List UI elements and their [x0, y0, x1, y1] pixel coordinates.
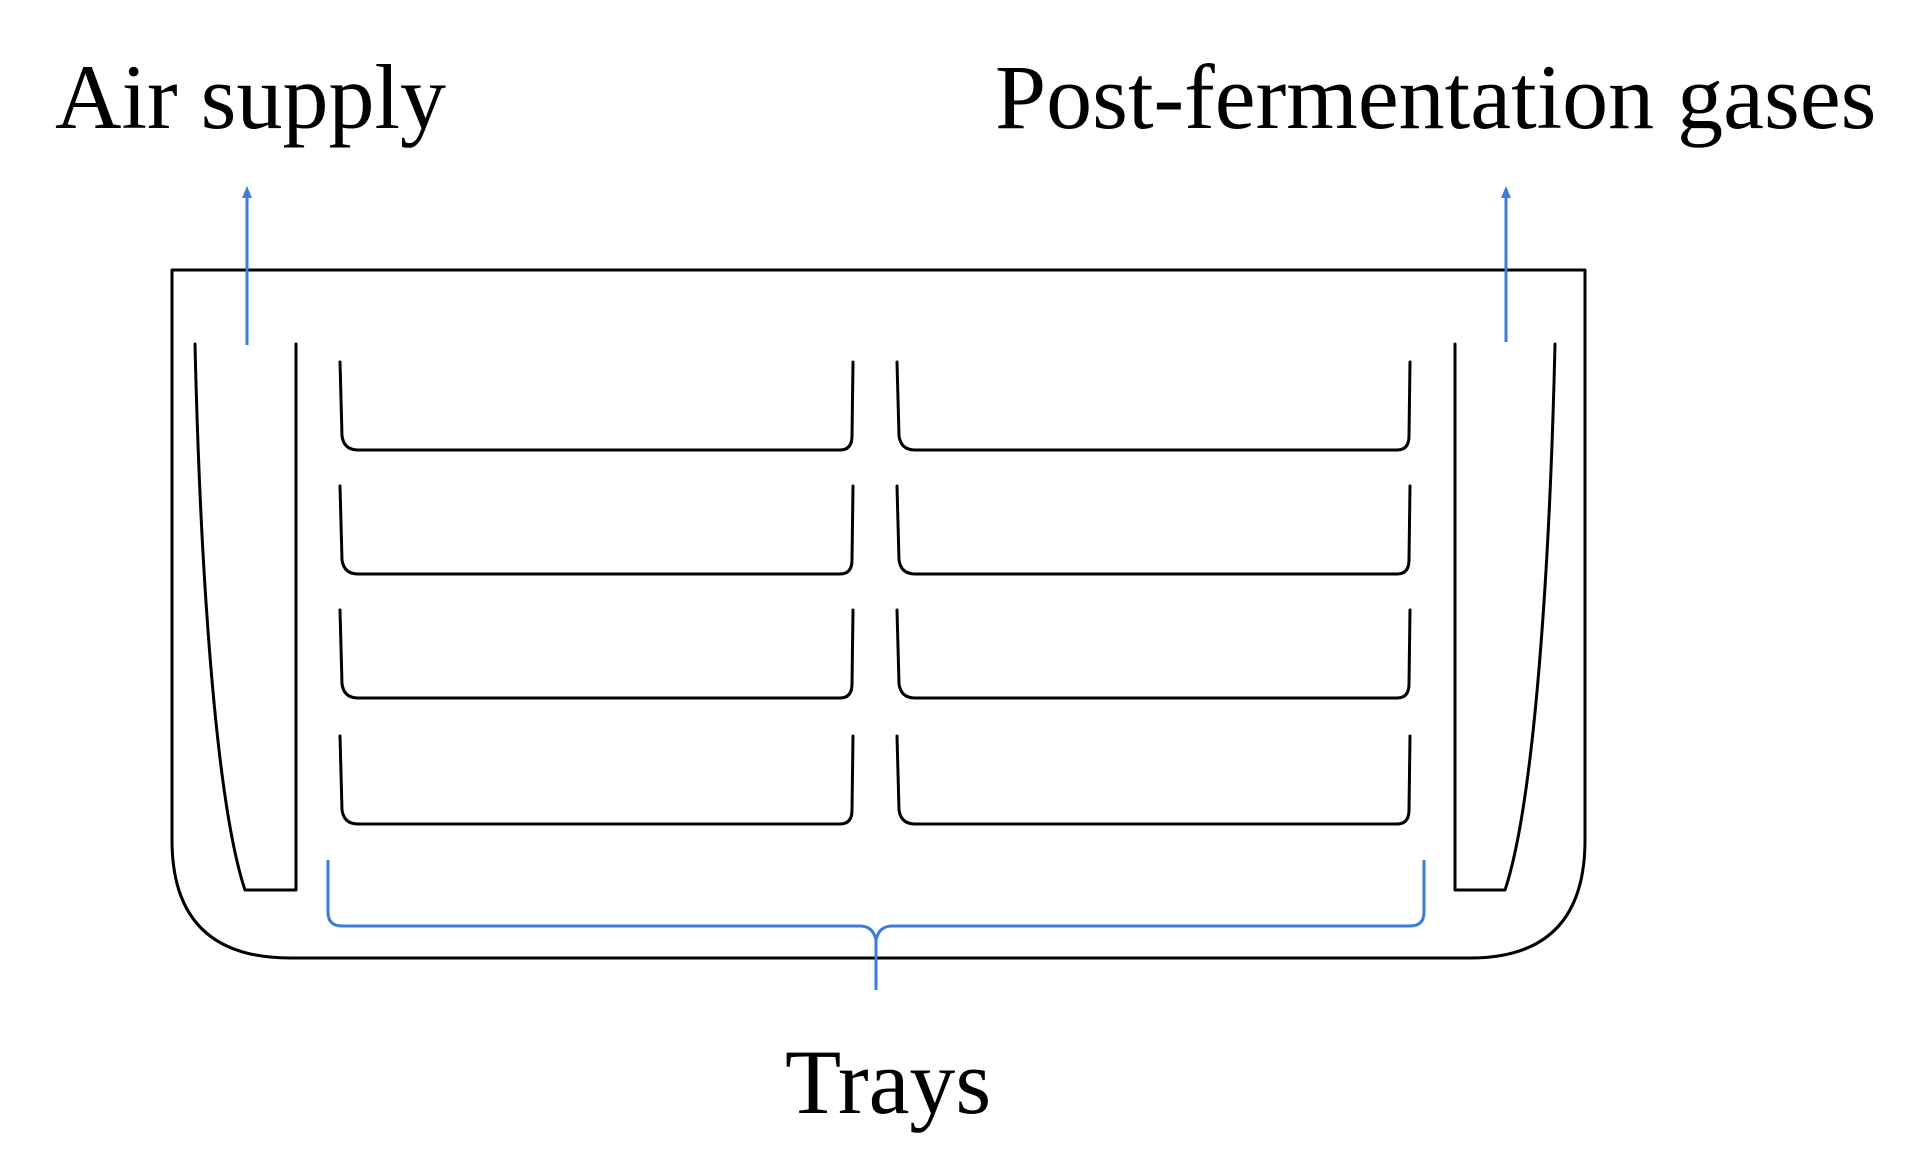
exhaust-arrow [1501, 186, 1511, 342]
post-fermentation-gases-label: Post-fermentation gases [995, 46, 1876, 148]
tray [338, 484, 855, 576]
right-exhaust-duct [1453, 342, 1557, 892]
trays-label: Trays [785, 1031, 991, 1133]
tray [338, 608, 855, 700]
tray [895, 734, 1412, 826]
tray [895, 608, 1412, 700]
tray-column-left [338, 360, 855, 826]
air-supply-label: Air supply [55, 46, 446, 148]
air-supply-arrow [242, 186, 252, 345]
chamber-housing [170, 268, 1587, 960]
tray [895, 484, 1412, 576]
tray [338, 734, 855, 826]
trays-brace [326, 860, 1426, 990]
tray [895, 360, 1412, 452]
left-air-duct [193, 342, 298, 892]
tray-column-right [895, 360, 1412, 826]
tray [338, 360, 855, 452]
